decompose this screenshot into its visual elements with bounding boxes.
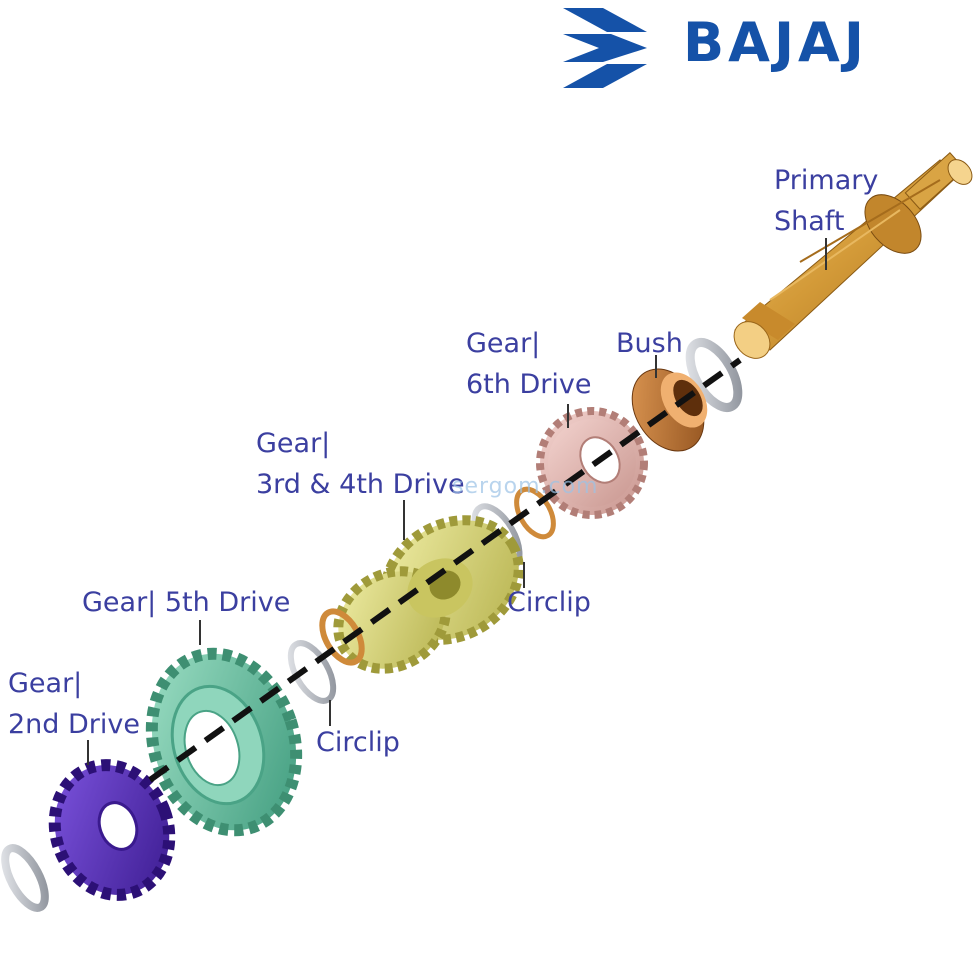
label-circlip-lower: Circlip [316, 722, 400, 763]
label-circlip-lower-line1: Circlip [316, 727, 400, 758]
label-circlip-upper: Circlip [507, 582, 591, 623]
primary-shaft [733, 152, 973, 359]
label-gear-5th-line1: Gear| 5th Drive [82, 587, 291, 618]
circlip-lower-part [287, 640, 337, 704]
thrust-washer-upper [685, 338, 743, 412]
spacer-ring-upper [514, 486, 556, 540]
label-gear-5th: Gear| 5th Drive [82, 582, 290, 623]
label-bush-line1: Bush [616, 328, 683, 359]
label-bush: Bush [616, 323, 683, 364]
label-circlip-upper-line1: Circlip [507, 587, 591, 618]
label-primary-shaft-line1: Primary [774, 165, 879, 196]
label-gear-2nd: Gear| 2nd Drive [8, 663, 140, 745]
leader-lines [87, 238, 827, 765]
bajaj-logo: BAJAJ [555, 4, 970, 90]
gear-2nd-drive [48, 759, 176, 901]
gear-6th-drive [536, 407, 648, 519]
label-gear-3rd-4th-line2: 3rd & 4th Drive [256, 469, 465, 500]
label-gear-3rd-4th-line1: Gear| [256, 428, 331, 459]
label-gear-6th: Gear| 6th Drive [466, 323, 591, 405]
brand-name: BAJAJ [683, 11, 868, 74]
label-primary-shaft-line2: Shaft [774, 206, 845, 237]
label-gear-2nd-line1: Gear| [8, 668, 83, 699]
label-gear-6th-line2: 6th Drive [466, 369, 592, 400]
watermark-text: sergom.com [452, 474, 599, 499]
assembly-axis-line [148, 357, 742, 783]
gear-3rd-4th-drive [333, 515, 524, 674]
bajaj-emblem-icon [563, 8, 647, 88]
label-gear-3rd-4th: Gear| 3rd & 4th Drive [256, 423, 465, 505]
label-gear-6th-line1: Gear| [466, 328, 541, 359]
gear-5th-drive [145, 647, 303, 837]
thrust-washer-lower [1, 844, 49, 912]
spacer-ring-lower [319, 608, 365, 666]
label-gear-2nd-line2: 2nd Drive [8, 709, 140, 740]
label-primary-shaft: Primary Shaft [774, 160, 878, 242]
